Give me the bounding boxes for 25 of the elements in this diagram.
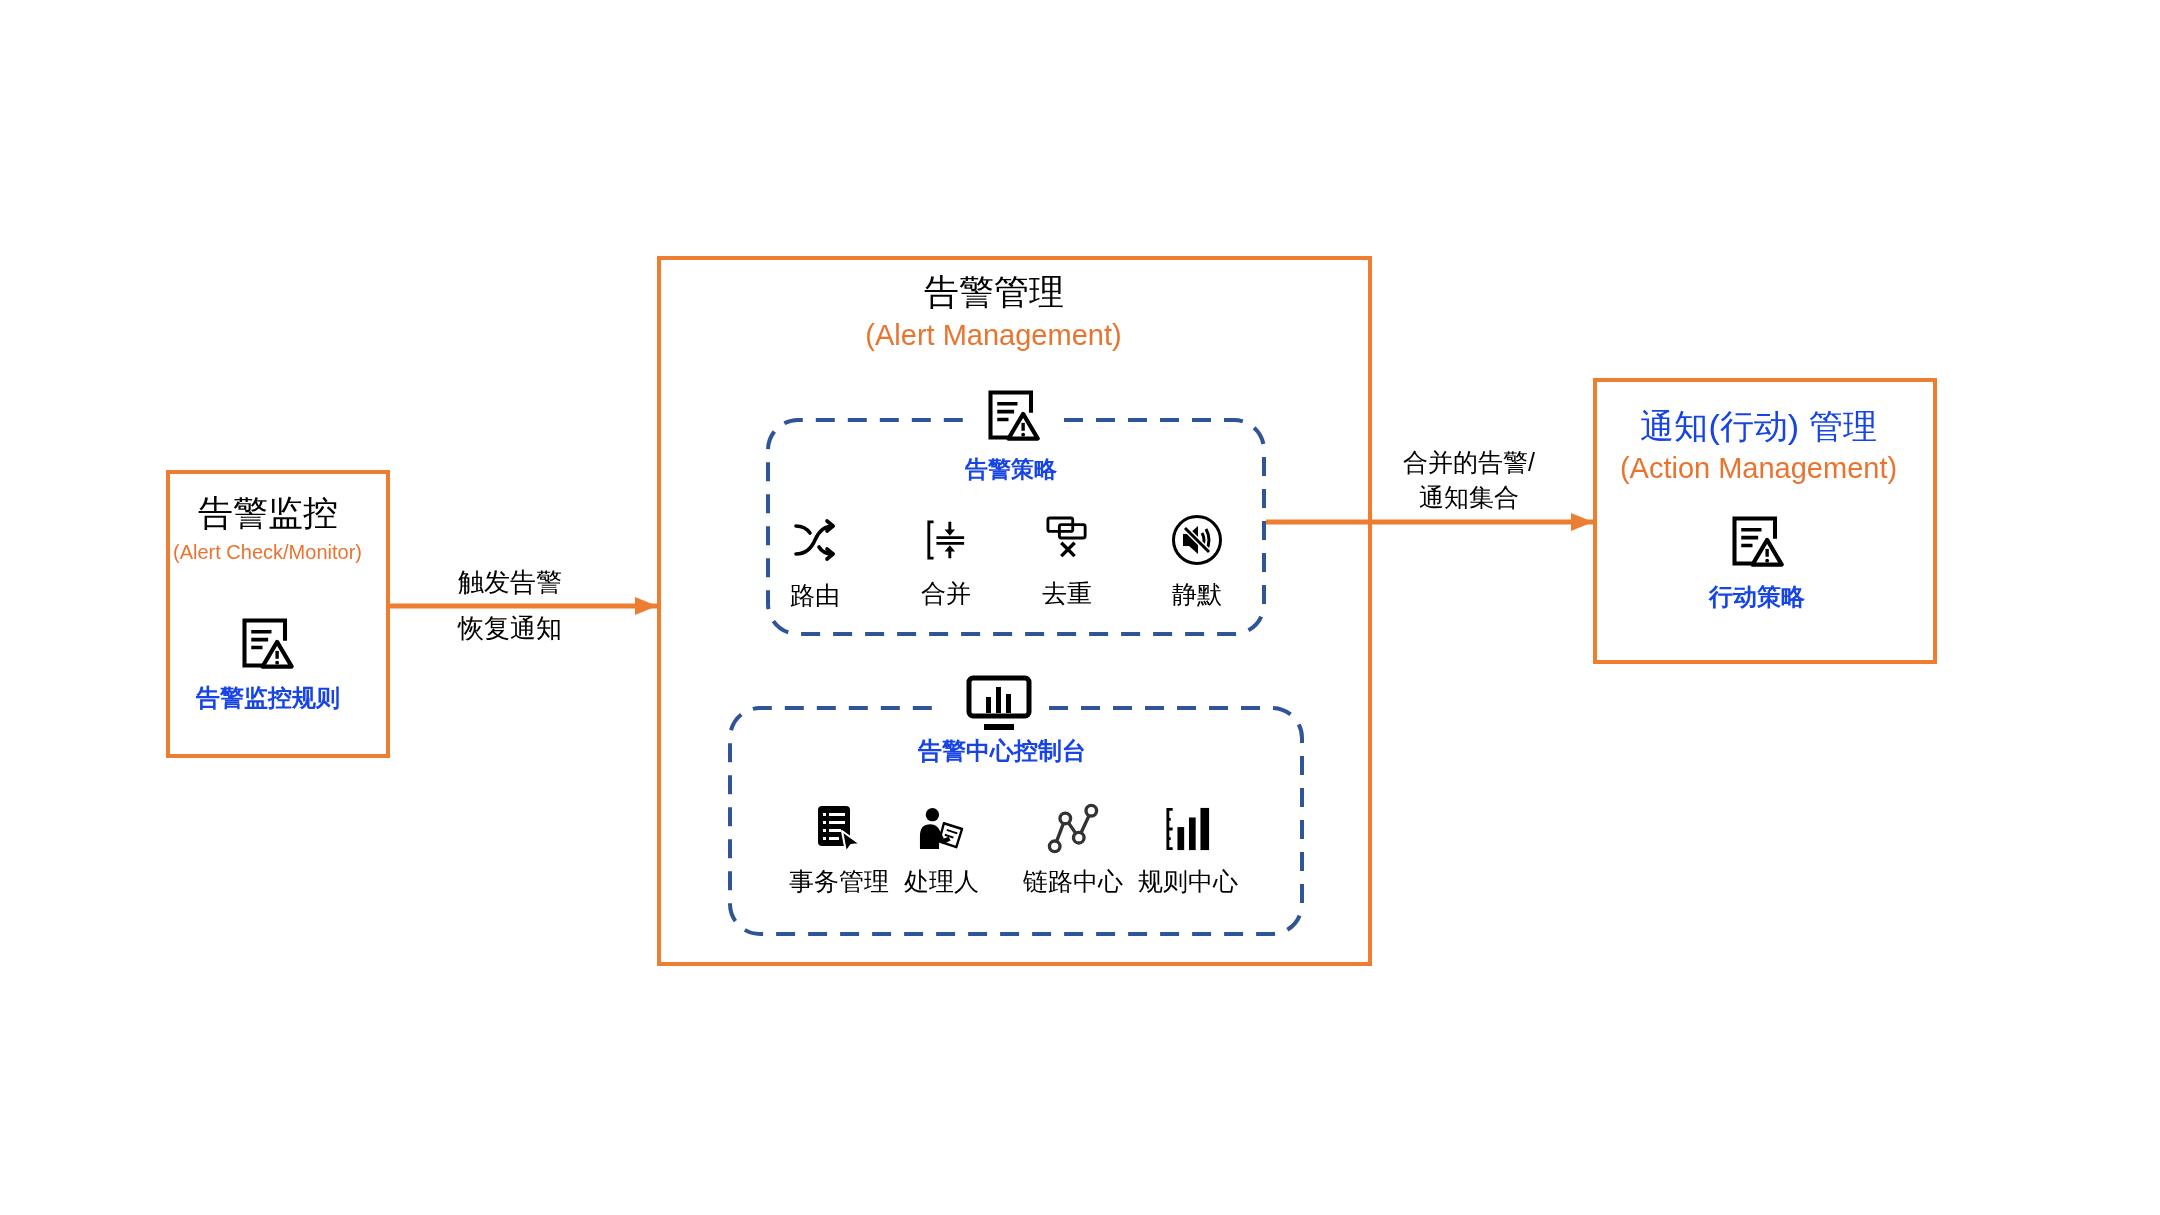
item-label: 链路中心 (1023, 866, 1123, 896)
item-label: 路由 (790, 580, 840, 610)
item-label: 去重 (1042, 578, 1092, 608)
item-label: 合并 (921, 578, 971, 608)
box-subtitle: (Alert Management) (865, 318, 1122, 353)
box-title: 告警管理 (923, 271, 1064, 312)
panel-box (657, 256, 1372, 966)
item-label: 处理人 (903, 866, 979, 896)
arrow (390, 597, 657, 615)
icon-caption: 行动策略 (1708, 582, 1805, 611)
box-subtitle: (Action Management) (1619, 451, 1898, 486)
item-label: 静默 (1172, 579, 1222, 609)
panel-box (1593, 378, 1937, 664)
box-subtitle: (Alert Check/Monitor) (173, 540, 362, 563)
group-heading: 告警中心控制台 (918, 737, 1086, 765)
item-label: 规则中心 (1138, 866, 1238, 896)
panel-box (166, 470, 390, 758)
arrow (1266, 513, 1593, 531)
group-heading: 告警策略 (965, 455, 1057, 483)
edge-label: 触发告警 (458, 568, 562, 598)
item-label: 事务管理 (789, 866, 889, 896)
box-title: 告警监控 (197, 492, 338, 533)
icon-caption: 告警监控规则 (195, 683, 340, 712)
arrow-label: 恢复通知 (458, 614, 562, 644)
box-title: 通知(行动) 管理 (1640, 406, 1877, 447)
